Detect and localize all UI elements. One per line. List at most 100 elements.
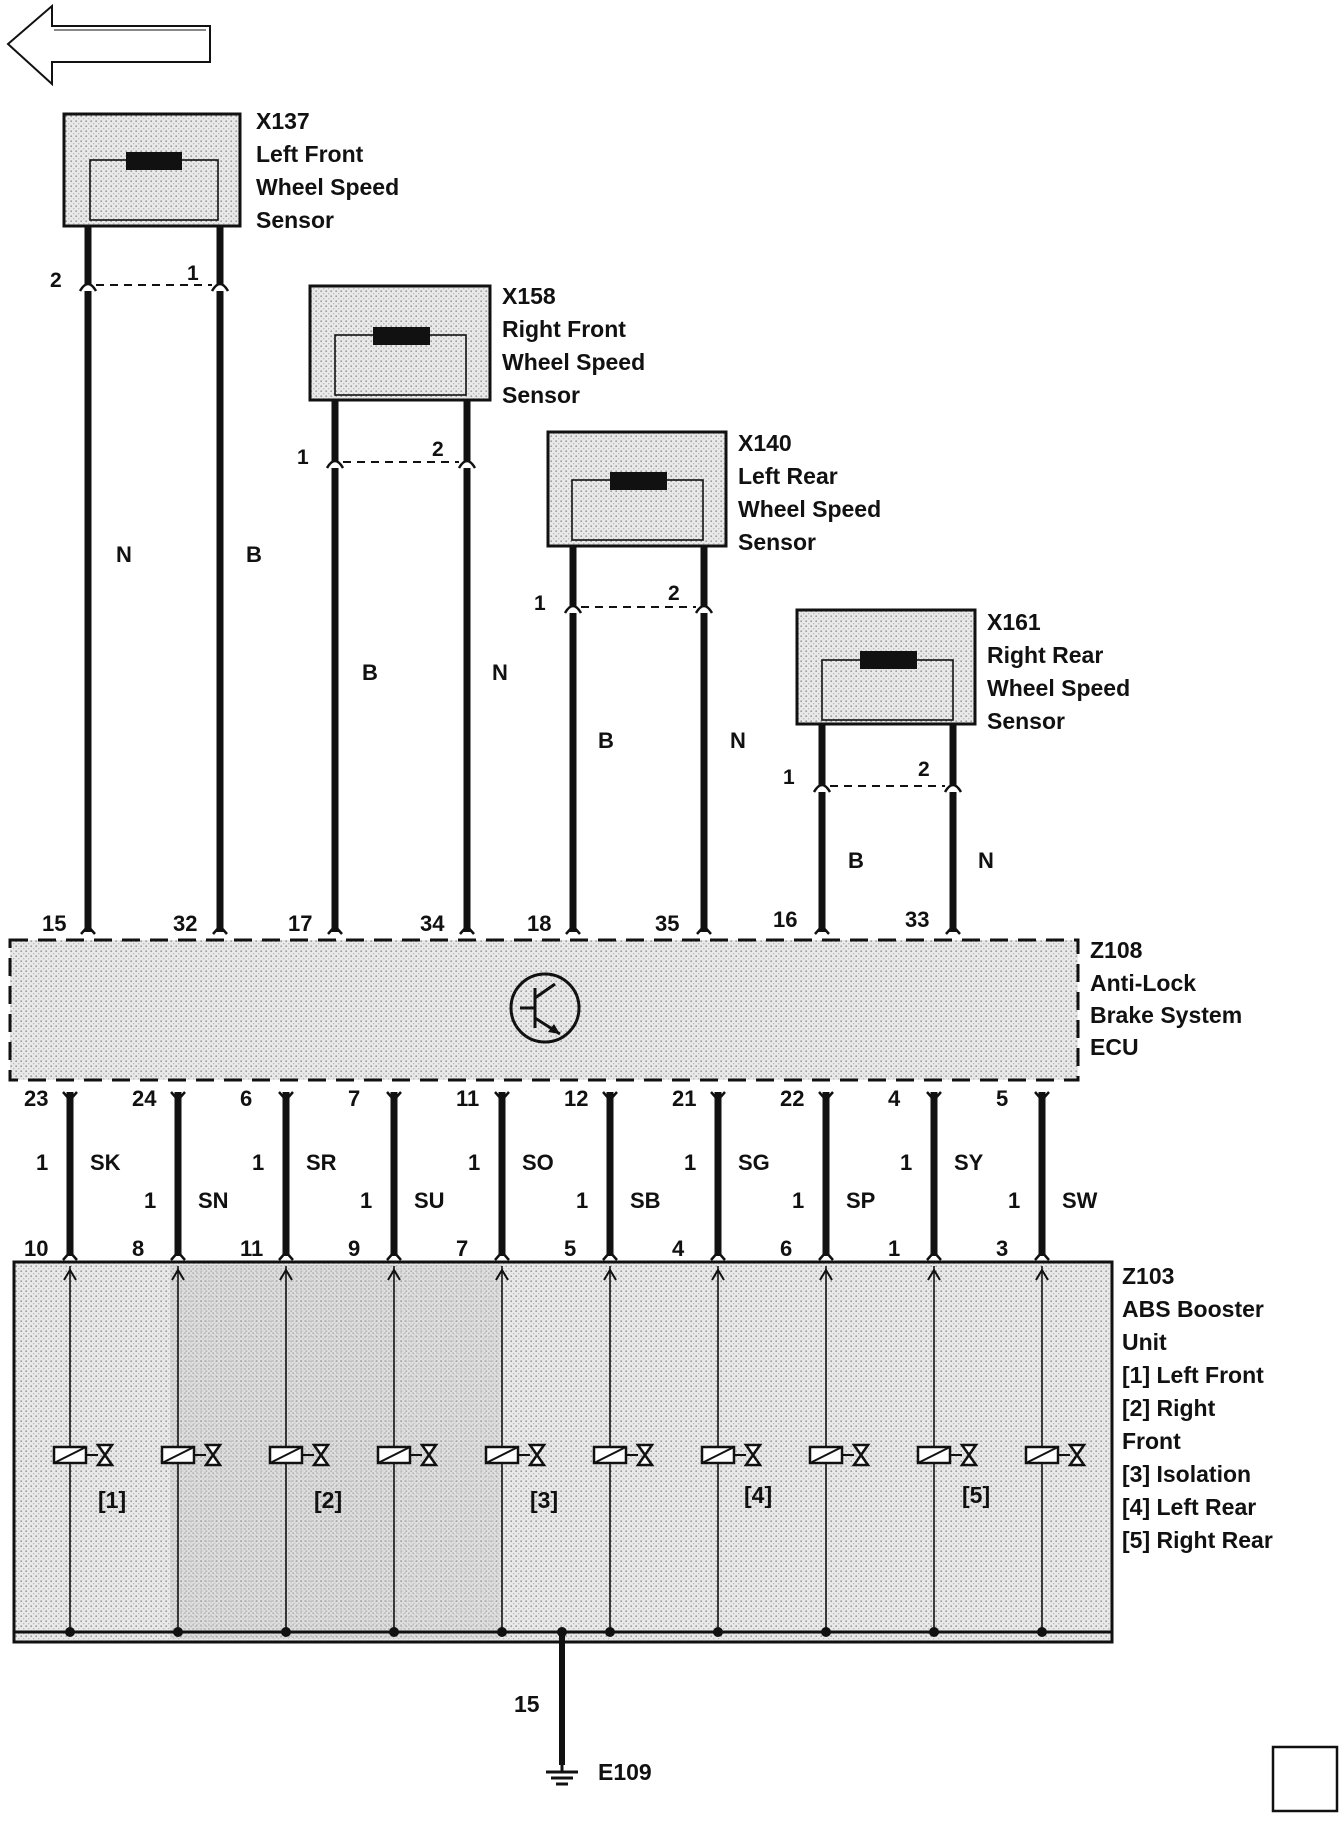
internal-arrow	[1035, 1268, 1049, 1281]
booster-input-pin: 11	[240, 1236, 263, 1261]
ecu-output-pin: 12	[564, 1086, 588, 1111]
ground-wire-number: 15	[514, 1691, 540, 1717]
terminal-connector	[494, 1250, 510, 1261]
terminal-connector	[1034, 1250, 1050, 1261]
terminal-connector	[278, 1250, 294, 1261]
wire-size: 1	[144, 1188, 156, 1213]
wire-color: N	[492, 660, 508, 685]
pin-number: 1	[297, 446, 309, 469]
terminal-connector	[386, 1091, 402, 1102]
wire-color: B	[246, 542, 262, 567]
inline-connector	[943, 783, 963, 793]
inline-connector	[325, 459, 345, 469]
valve-icon	[203, 1443, 223, 1467]
ecu-output-pin: 6	[240, 1086, 252, 1111]
booster-input-pin: 10	[24, 1236, 48, 1261]
sensor-desc-line: Sensor	[256, 207, 334, 233]
valve-icon	[311, 1443, 331, 1467]
valve-group-label: [2]	[314, 1487, 342, 1513]
ecu-pin: 16	[773, 907, 797, 932]
internal-arrow	[63, 1268, 77, 1281]
wire-code: SY	[954, 1150, 984, 1175]
pin-number: 2	[50, 269, 62, 292]
pin-number: 2	[668, 582, 680, 605]
ground-id: E109	[598, 1759, 652, 1785]
sensor-id: X137	[256, 108, 310, 134]
ecu-desc-line: Brake System	[1090, 1002, 1242, 1028]
sensor-x140: X140 Left Rear Wheel Speed Sensor 1 2 B …	[527, 430, 881, 936]
back-arrow-icon[interactable]	[6, 3, 211, 87]
sensor-id: X140	[738, 430, 792, 456]
inline-connector	[210, 282, 230, 292]
wire-color: B	[598, 728, 614, 753]
terminal-connector	[459, 924, 475, 935]
solenoid-coil-slash	[701, 1446, 735, 1464]
ecu-output-pin: 7	[348, 1086, 360, 1111]
terminal-connector	[818, 1091, 834, 1102]
valve-group-label: [5]	[962, 1482, 990, 1508]
booster-desc-line: [1] Left Front	[1122, 1362, 1264, 1388]
sensor-id: X158	[502, 283, 556, 309]
terminal-connector	[62, 1091, 78, 1102]
terminal-connector	[565, 924, 581, 935]
solenoid-coil-slash	[485, 1446, 519, 1464]
terminal-connector	[170, 1250, 186, 1261]
transistor-icon	[509, 972, 581, 1044]
pin-number: 1	[783, 766, 795, 789]
valve-icon	[959, 1443, 979, 1467]
ecu-pin: 17	[288, 911, 312, 936]
sensor-desc-line: Left Front	[256, 141, 364, 167]
solenoid-coil-slash	[593, 1446, 627, 1464]
ecu-output-pin: 22	[780, 1086, 804, 1111]
ecu-output-pin: 11	[456, 1086, 479, 1111]
ecu-desc-line: Anti-Lock	[1090, 970, 1196, 996]
ecu-pin: 18	[527, 911, 551, 936]
wire-code: SG	[738, 1150, 770, 1175]
inline-connector	[457, 459, 477, 469]
sensor-desc-line: Right Rear	[987, 642, 1103, 668]
wire-color: B	[362, 660, 378, 685]
sensor-desc-line: Right Front	[502, 316, 626, 342]
internal-arrow	[819, 1268, 833, 1281]
ecu-output-pin: 21	[672, 1086, 696, 1111]
sensor-x137: X137 Left Front Wheel Speed Sensor 2 1 N…	[42, 108, 399, 936]
internal-arrow	[711, 1268, 725, 1281]
booster-desc-line: ABS Booster	[1122, 1296, 1264, 1322]
wire-color: N	[730, 728, 746, 753]
sensor-desc-line: Wheel Speed	[256, 174, 399, 200]
terminal-connector	[212, 924, 228, 935]
wire-size: 1	[468, 1150, 480, 1175]
wire-code: SO	[522, 1150, 554, 1175]
solenoid-coil-slash	[917, 1446, 951, 1464]
inline-connector	[694, 604, 714, 614]
solenoid-coil-slash	[1025, 1446, 1059, 1464]
terminal-connector	[602, 1250, 618, 1261]
terminal-connector	[696, 924, 712, 935]
terminal-connector	[1034, 1091, 1050, 1102]
booster-input-pin: 3	[996, 1236, 1008, 1261]
internal-arrow	[387, 1268, 401, 1281]
solenoid-coil-slash	[809, 1446, 843, 1464]
ecu-pin: 33	[905, 907, 929, 932]
sensor-x161: X161 Right Rear Wheel Speed Sensor 1 2 B…	[773, 608, 1130, 932]
booster-input-pin: 7	[456, 1236, 468, 1261]
booster-desc-line: [4] Left Rear	[1122, 1494, 1256, 1520]
terminal-connector	[945, 924, 961, 935]
terminal-connector	[386, 1250, 402, 1261]
booster-input-pin: 4	[672, 1236, 685, 1261]
booster-desc-line: [5] Right Rear	[1122, 1527, 1273, 1553]
terminal-connector	[818, 1250, 834, 1261]
valve-icon	[95, 1443, 115, 1467]
wire-code: SB	[630, 1188, 661, 1213]
sensor-desc-line: Sensor	[738, 529, 816, 555]
wire-size: 1	[684, 1150, 696, 1175]
terminal-connector	[80, 924, 96, 935]
ecu-output-pin: 5	[996, 1086, 1008, 1111]
ecu-pin: 15	[42, 911, 66, 936]
terminal-connector	[62, 1250, 78, 1261]
booster-input-pin: 6	[780, 1236, 792, 1261]
inline-connector	[812, 783, 832, 793]
valve-group-label: [1]	[98, 1487, 126, 1513]
solenoid-coil-slash	[53, 1446, 87, 1464]
